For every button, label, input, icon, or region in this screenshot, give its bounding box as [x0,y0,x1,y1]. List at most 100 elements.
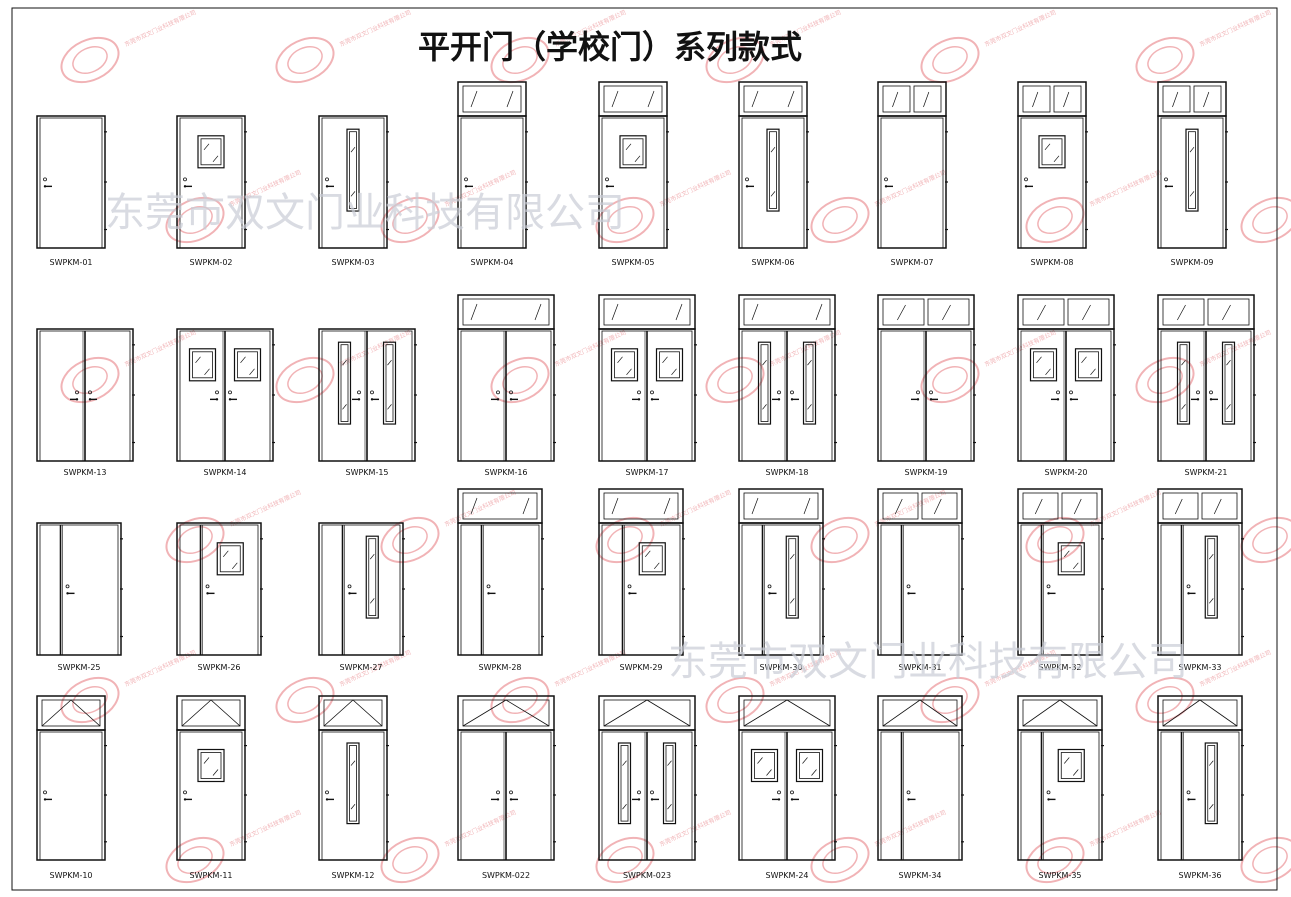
glass-panel-frame [619,135,647,169]
glass-hatch [1072,562,1079,570]
door-model-label: SWPKM-26 [197,663,240,672]
stamp-ring [380,836,440,884]
glass-hatch [663,497,671,515]
glass-panel-frame [197,135,225,169]
stamp-ring [920,36,980,84]
door-handle-rose [215,398,219,401]
glass-hatch [350,760,356,766]
door-lock [777,790,781,795]
transom-glass [603,492,679,520]
glass-panel [1033,351,1054,379]
door-model-label: SWPKM-19 [904,468,947,477]
door-lock [790,390,794,395]
glass-hatch [766,769,772,776]
door-elevation: SWPKM-27 [318,522,405,672]
glass-strip-frame [785,535,799,619]
glass-strip-frame [1204,535,1218,619]
door-frame-inner [321,731,385,861]
glass-hatch [1053,155,1060,163]
glass-panel [641,545,663,573]
sheet-border [11,7,1278,891]
stamp-ring [380,516,440,564]
door-model-label: SWPKM-05 [611,258,654,267]
glass-hatch [611,303,619,321]
door-lock [215,390,219,395]
door-model-label: SWPKM-32 [1038,663,1081,672]
transom-vent-opening-mark [882,699,958,727]
stamp-inner-ring [717,45,753,75]
transom-vent-opening-mark [323,699,383,727]
stamp-inner-ring [1252,205,1288,235]
door-frame-inner [1160,524,1240,656]
glass-strip-frame [766,128,780,212]
door-model-label: SWPKM-30 [759,663,802,672]
door-elevation: SWPKM-14 [176,328,275,477]
glass-hatch [667,760,672,766]
door-lock [43,177,47,182]
glass-hatch [933,498,942,515]
door-elevation: SWPKM-34 [877,695,964,880]
glass-hatch [622,804,627,810]
door-lock [1056,390,1060,395]
door-lock [325,790,329,795]
door-frame-inner [741,524,821,656]
door-elevation: SWPKM-17 [598,294,697,477]
door-model-label: SWPKM-25 [57,663,100,672]
door-lock [605,177,609,182]
door-frame-inner [321,117,385,249]
glass-strip [805,344,814,422]
door-model-label: SWPKM-01 [49,258,92,267]
glass-hatch [653,562,660,570]
door-handle-rose [370,398,374,401]
door-lock [347,584,352,589]
transom-glass-pane [1193,85,1222,113]
glass-panel [659,351,680,379]
door-elevation: SWPKM-26 [176,522,263,672]
glass-hatch [1208,760,1214,766]
door-frame-inner [179,731,243,861]
door-handle-rose [183,185,187,188]
door-handle-rose [777,798,781,801]
door-frame-inner [880,117,944,249]
glass-strip [760,344,769,422]
stamp-inner-ring [1147,685,1183,715]
glass-strip-frame [346,742,360,825]
glass-panel-frame [1074,348,1103,382]
door-lock [496,390,500,395]
door-handle-rose [88,398,92,401]
door-handle-rose [650,798,654,801]
stamp-inner-ring [392,845,428,875]
door-model-label: SWPKM-022 [482,871,530,880]
glass-panel [200,752,222,779]
glass-hatch [1036,356,1042,364]
door-elevation: SWPKM-023 [598,695,697,880]
glass-hatch [1208,804,1214,810]
door-lock [357,390,361,395]
door-model-label: SWPKM-07 [890,258,933,267]
door-elevation: SWPKM-33 [1157,488,1244,672]
glass-hatch [249,368,255,376]
door-lock [916,390,920,395]
glass-hatch [803,497,811,515]
stamp-inner-ring [72,45,108,75]
door-handle-rose [745,185,749,188]
transom-glass-pane [1201,492,1238,520]
glass-hatch [942,304,951,321]
transom-glass-pane [1162,298,1205,326]
glass-hatch [611,90,619,108]
stamp-ring [60,36,120,84]
door-lock [790,790,794,795]
door-elevation: SWPKM-09 [1157,81,1228,267]
stamp-ring [490,676,550,724]
door-model-label: SWPKM-14 [203,468,246,477]
glass-hatch [240,356,246,364]
door-handle-rose [464,185,468,188]
glass-panel-frame [216,542,244,576]
door-model-label: SWPKM-36 [1178,871,1221,880]
door-elevation: SWPKM-18 [738,294,837,477]
door-handle-rose [1047,798,1050,801]
glass-hatch [787,90,795,108]
stamp-inner-ring [1037,525,1073,555]
door-lock [228,390,232,395]
